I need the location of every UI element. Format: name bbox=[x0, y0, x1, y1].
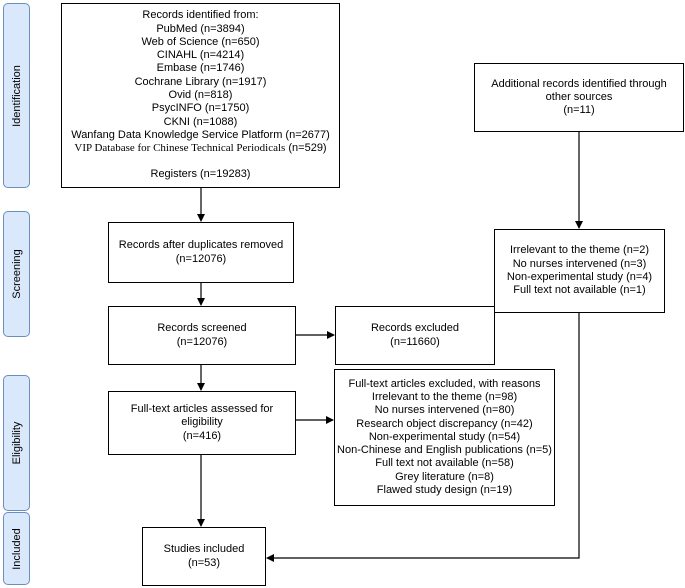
arrow-other-excluded-to-included bbox=[266, 313, 580, 562]
phase-label-screening: Screening bbox=[3, 211, 30, 337]
phase-label-eligibility: Eligibility bbox=[3, 375, 30, 511]
records-identified-box: Records identified from: PubMed (n=3894)… bbox=[61, 3, 340, 188]
other-sources-excluded-box: Irrelevant to the theme (n=2) No nurses … bbox=[494, 229, 665, 313]
additional-records-box: Additional records identified through ot… bbox=[474, 63, 684, 132]
fulltext-excluded-box: Full-text articles excluded, with reason… bbox=[334, 369, 555, 506]
duplicates-removed-box: Records after duplicates removed (n=1207… bbox=[108, 222, 294, 283]
records-screened-box: Records screened (n=12076) bbox=[108, 306, 296, 365]
phase-label-identification: Identification bbox=[3, 3, 30, 188]
vip-database-line: VIP Database for Chinese Technical Perio… bbox=[74, 142, 327, 155]
studies-included-box: Studies included (n=53) bbox=[142, 527, 266, 586]
phase-label-included: Included bbox=[3, 512, 30, 585]
fulltext-assessed-box: Full-text articles assessed for eligibil… bbox=[108, 391, 296, 455]
records-excluded-box: Records excluded (n=11660) bbox=[335, 306, 495, 365]
